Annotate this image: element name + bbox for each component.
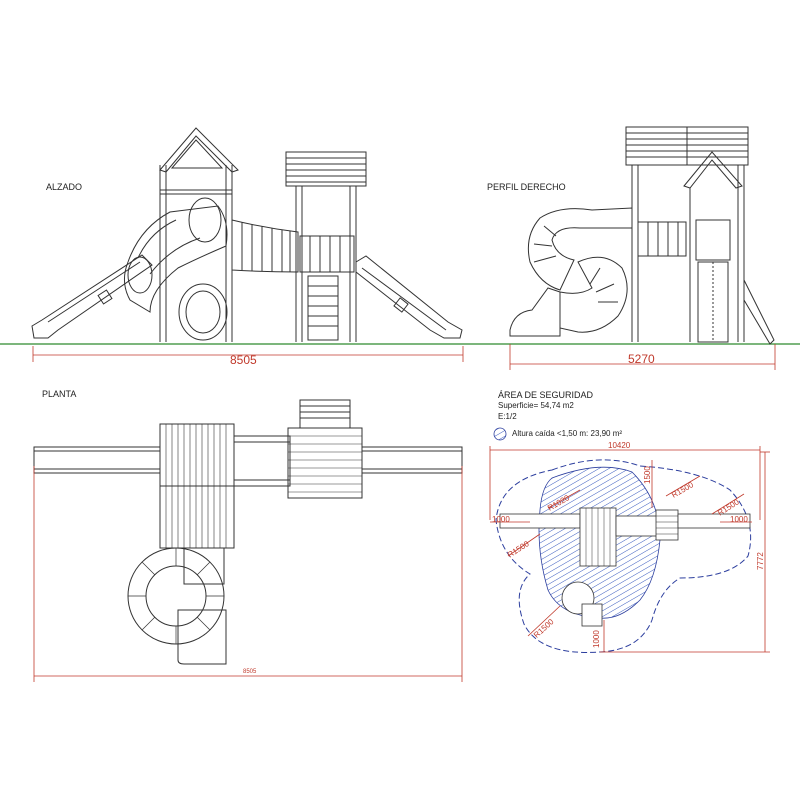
- profile-view: [509, 126, 775, 345]
- plan-width-dimension: 8505: [243, 669, 257, 675]
- profile-label: PERFIL DERECHO: [487, 182, 566, 192]
- safety-area-title: ÁREA DE SEGURIDAD: [498, 390, 594, 400]
- safety-boundary: [495, 459, 752, 653]
- profile-tube-slide: [527, 207, 633, 291]
- safety-offset-top: 1500: [643, 466, 652, 484]
- left-tower-roof: [159, 127, 239, 173]
- elevation-width-dimension: 8505: [230, 353, 257, 367]
- profile-width-dimension: 5270: [628, 352, 655, 366]
- safety-offset-bottom: 1000: [592, 630, 601, 648]
- profile-dimension-line: [509, 344, 776, 370]
- safety-area-view: [489, 427, 770, 653]
- plan-tunnel: [233, 435, 291, 487]
- elevation-view: [0, 127, 800, 345]
- safety-area-legend: Altura caída <1,50 m: 23,90 m²: [512, 429, 623, 438]
- elevation-dimension-line: [32, 346, 464, 362]
- safety-total-height: 7772: [756, 552, 765, 570]
- elevation-tunnel: [231, 219, 299, 273]
- left-tower: [159, 127, 239, 342]
- safety-area-scale: E:1/2: [498, 412, 517, 421]
- safety-total-width: 10420: [608, 441, 631, 450]
- plan-right-slide: [361, 446, 463, 474]
- right-slide: [355, 255, 463, 339]
- plan-dimension-line: [33, 466, 463, 682]
- legend-hatch-symbol: [493, 427, 507, 441]
- plan-view: [33, 399, 463, 665]
- plan-label: PLANTA: [42, 389, 77, 399]
- safety-area-surface: Superficie= 54,74 m2: [498, 401, 574, 410]
- safety-offset-right: 1000: [730, 515, 748, 524]
- right-tower: [285, 151, 367, 342]
- elevation-label: ALZADO: [46, 182, 83, 192]
- elevation-tube-slide: [124, 197, 228, 341]
- safety-offset-left: 1000: [492, 515, 510, 524]
- left-slide: [31, 254, 153, 339]
- plan-right-tower: [287, 427, 363, 499]
